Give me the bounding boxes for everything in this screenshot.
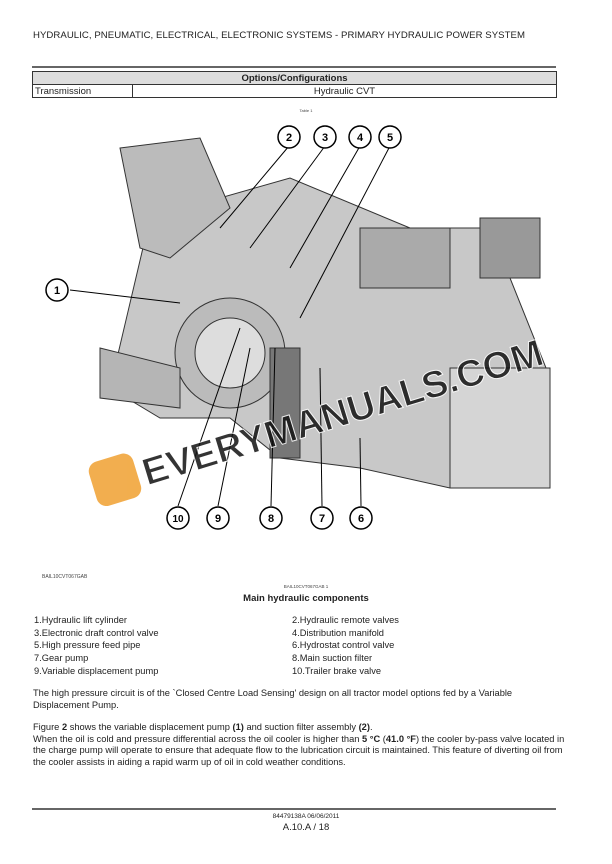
legend-item: 1.Hydraulic lift cylinder: [34, 615, 128, 625]
callout-1: 1: [45, 278, 69, 302]
svg-text:8: 8: [268, 513, 274, 525]
hydraulic-lift-cylinder: [99, 347, 181, 409]
legend-item: 4.Distribution manifold: [292, 627, 384, 638]
legend-item: 6.Hydrostat control valve: [292, 640, 395, 651]
transmission-housing: [449, 367, 551, 489]
option-value: Hydraulic CVT: [132, 84, 557, 98]
callout-4: 4: [348, 125, 372, 149]
legend-item: 8.Main suction filter: [292, 653, 373, 664]
callout-9: 9: [206, 506, 230, 530]
option-label: Transmission: [32, 84, 133, 98]
paragraph-figure-ref: Figure 2 shows the variable displacement…: [33, 722, 565, 767]
paragraph-circuit: The high pressure circuit is of the `Clo…: [33, 688, 513, 710]
svg-text:9: 9: [215, 513, 221, 525]
options-table: Options/Configurations Transmission Hydr…: [32, 71, 557, 98]
page-number: A.10.A / 18: [282, 822, 330, 833]
legend-item: 3.Electronic draft control valve: [34, 627, 159, 638]
lift-arms: [119, 137, 231, 259]
legend-item: 5.High pressure feed pipe: [34, 640, 141, 651]
leader-lines: [69, 145, 391, 507]
document-number: 84479138A 06/06/2011: [272, 813, 340, 820]
legend-right: 2.Hydraulic remote valves 4.Distribution…: [292, 614, 399, 678]
figure-caption-id: BAIL10CVT067GAB 1: [283, 584, 329, 589]
callout-8: 8: [259, 506, 283, 530]
callout-5: 5: [378, 125, 402, 149]
remote-valve-block: [359, 227, 451, 289]
svg-text:7: 7: [319, 513, 325, 525]
svg-text:10: 10: [172, 514, 184, 525]
callout-2: 2: [277, 125, 301, 149]
figure-image-id: BAIL10CVT067GAB: [42, 574, 88, 580]
svg-text:3: 3: [322, 132, 328, 144]
callout-7: 7: [310, 506, 334, 530]
legend-item: 2.Hydraulic remote valves: [292, 615, 399, 625]
divider: [32, 66, 556, 68]
legend-left: 1.Hydraulic lift cylinder 3.Electronic d…: [34, 614, 159, 678]
watermark-logo-icon: [88, 453, 142, 507]
callout-6: 6: [349, 506, 373, 530]
callout-3: 3: [313, 125, 337, 149]
svg-text:4: 4: [357, 132, 364, 144]
svg-text:5: 5: [387, 132, 393, 144]
options-heading: Options/Configurations: [32, 71, 557, 85]
callout-10: 10: [166, 506, 190, 530]
legend-item: 7.Gear pump: [34, 653, 89, 664]
table-caption: Table 1: [299, 108, 313, 113]
figure-caption: Main hydraulic components: [243, 593, 369, 604]
legend-item: 10.Trailer brake valve: [292, 665, 382, 676]
body-text: The high pressure circuit is of the `Clo…: [33, 688, 568, 779]
svg-text:2: 2: [286, 132, 292, 144]
legend-item: 9.Variable displacement pump: [34, 665, 159, 676]
divider: [32, 808, 556, 810]
hydraulic-components-figure: EVERYMANUALS.COM 1 2 3 4 5 6 7 8 9 10: [45, 125, 551, 530]
svg-text:1: 1: [54, 285, 60, 297]
section-header: HYDRAULIC, PNEUMATIC, ELECTRICAL, ELECTR…: [33, 30, 526, 41]
rear-motor: [479, 217, 541, 279]
svg-text:6: 6: [358, 513, 364, 525]
